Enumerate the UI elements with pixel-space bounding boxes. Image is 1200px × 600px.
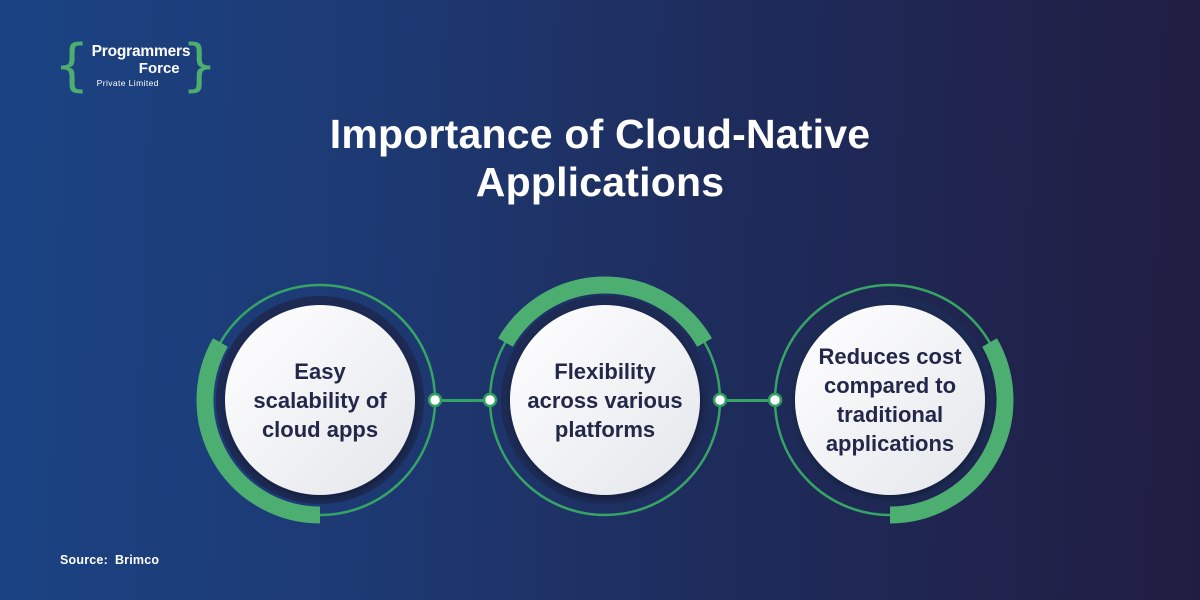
circle-graphic-2 bbox=[482, 276, 728, 517]
logo-name-top: Programmers bbox=[91, 43, 191, 60]
accent-arc bbox=[196, 338, 321, 524]
connector-dot bbox=[712, 392, 728, 408]
white-disc bbox=[510, 305, 700, 495]
connector-dot bbox=[427, 392, 443, 408]
white-disc bbox=[795, 305, 985, 495]
connector-line-2 bbox=[718, 398, 778, 402]
accent-arc bbox=[498, 276, 712, 347]
circle-graphic-1 bbox=[196, 283, 443, 524]
logo-subtitle: Private Limited bbox=[96, 78, 159, 88]
logo-brace-right-icon: } bbox=[181, 33, 218, 98]
circle-graphic-3 bbox=[767, 283, 1014, 524]
logo-name-bottom: Force bbox=[138, 60, 180, 77]
connector-dot bbox=[482, 392, 498, 408]
logo-text: Programmers Force Private Limited bbox=[90, 43, 191, 89]
logo-brace-left-icon: { bbox=[54, 33, 90, 98]
accent-arc bbox=[889, 338, 1014, 524]
source-value: Brimco bbox=[114, 553, 160, 567]
connector-line-1 bbox=[433, 398, 493, 402]
source-attribution: Source: Brimco bbox=[60, 553, 159, 567]
source-label: Source: bbox=[60, 553, 108, 567]
connector-dot bbox=[767, 392, 783, 408]
white-disc bbox=[225, 305, 415, 495]
logo: { Programmers Force Private Limited } bbox=[54, 36, 217, 96]
